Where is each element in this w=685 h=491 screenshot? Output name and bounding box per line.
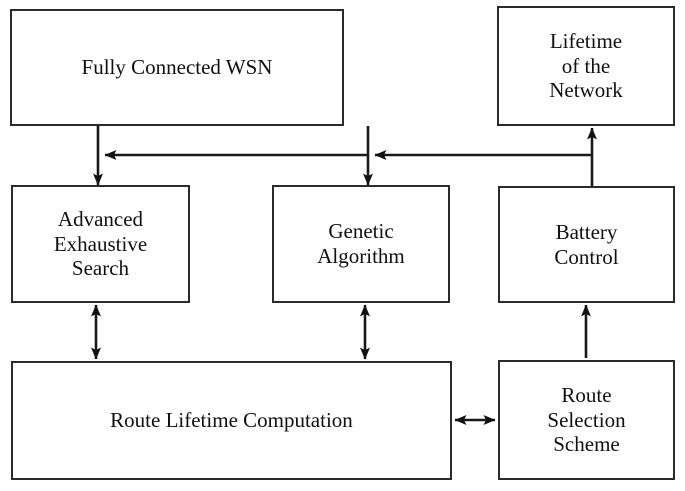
node-route-selection-scheme: Route Selection Scheme: [498, 360, 675, 480]
node-advanced-exhaustive-search-label: Advanced Exhaustive Search: [53, 206, 148, 281]
node-fully-connected-wsn-label: Fully Connected WSN: [81, 55, 273, 80]
node-fully-connected-wsn: Fully Connected WSN: [10, 9, 344, 126]
node-genetic-algorithm-label: Genetic Algorithm: [317, 219, 405, 268]
node-lifetime-of-network: Lifetime of the Network: [497, 6, 675, 126]
node-route-lifetime-computation-label: Route Lifetime Computation: [110, 408, 353, 433]
node-battery-control-label: Battery Control: [554, 219, 619, 269]
node-route-lifetime-computation: Route Lifetime Computation: [11, 361, 452, 480]
node-lifetime-of-network-label: Lifetime of the Network: [549, 28, 623, 103]
node-battery-control: Battery Control: [498, 186, 675, 303]
node-route-selection-scheme-label: Route Selection Scheme: [547, 382, 626, 457]
node-advanced-exhaustive-search: Advanced Exhaustive Search: [11, 185, 190, 303]
node-genetic-algorithm: Genetic Algorithm: [272, 185, 450, 303]
